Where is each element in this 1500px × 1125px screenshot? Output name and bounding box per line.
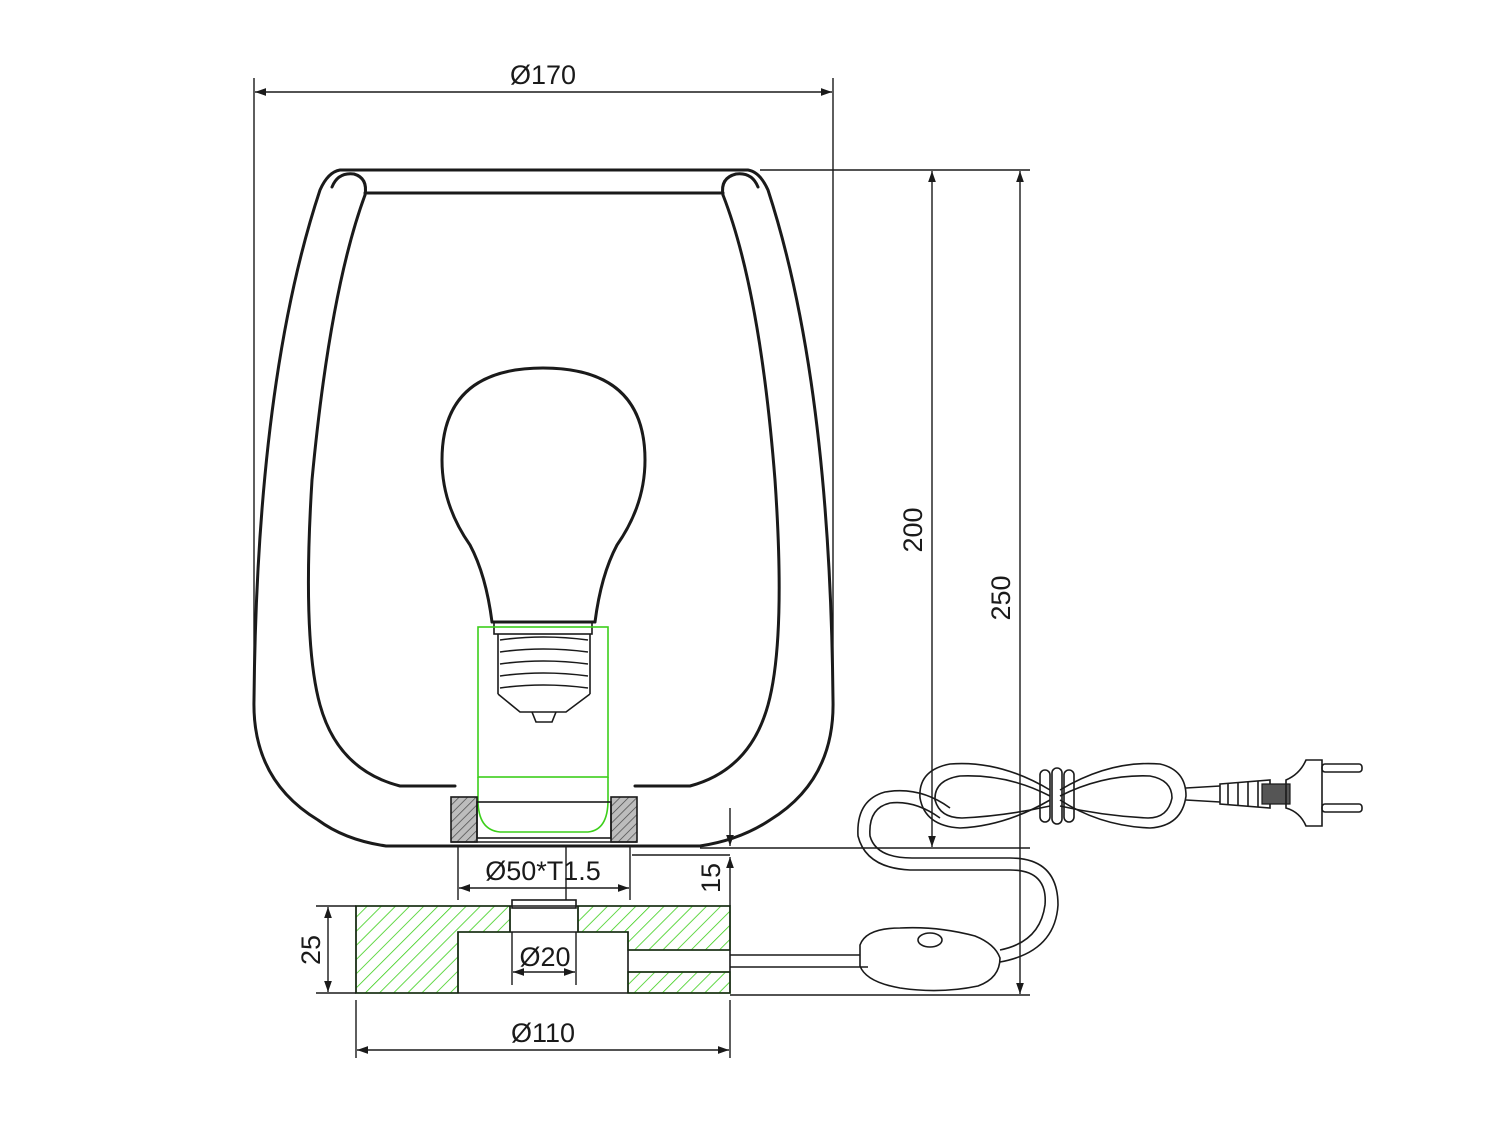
dimension-inner-height: 200: [898, 507, 928, 552]
dimension-base-height: 25: [296, 935, 326, 965]
plug: [1219, 759, 1363, 827]
lamp-frame: [252, 168, 835, 848]
dimension-total-height: 250: [986, 575, 1016, 620]
base-section: [355, 899, 868, 994]
dimension-base-width: Ø110: [511, 1018, 575, 1048]
dimension-socket-ring: Ø50*T1.5: [485, 856, 601, 886]
dimension-top-width: Ø170: [510, 60, 576, 90]
dimension-ring-height: 15: [696, 863, 726, 893]
lamp-holder: [477, 626, 609, 833]
dimension-hole-diameter: Ø20: [519, 942, 570, 972]
socket-ring: [450, 796, 638, 843]
light-bulb: [440, 366, 647, 723]
dimension-lines: [253, 78, 1030, 1058]
power-cord: [857, 762, 1221, 992]
